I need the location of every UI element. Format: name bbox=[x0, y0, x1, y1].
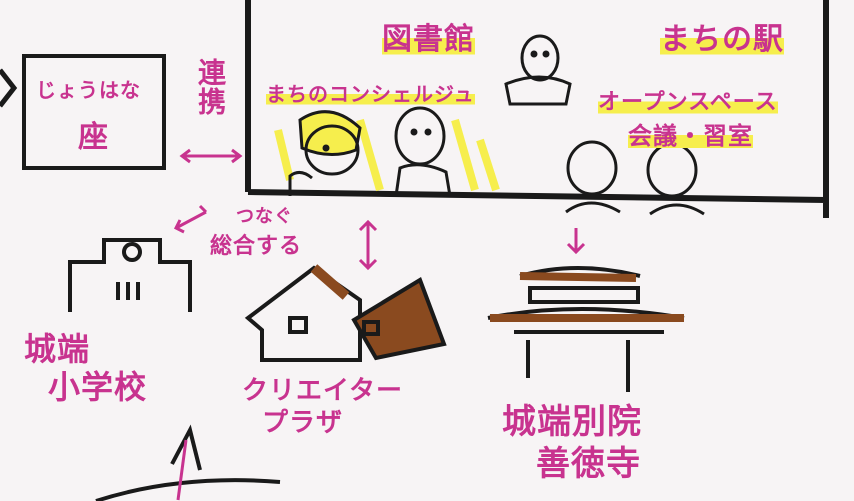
concierge-label: まちのコンシェルジュ bbox=[266, 78, 475, 107]
temple-label-line2: 善徳寺 bbox=[536, 444, 641, 484]
creator-houses bbox=[244, 264, 447, 362]
openspace-person-1 bbox=[565, 140, 621, 214]
machinoeki-label: まちの駅 bbox=[660, 14, 784, 58]
tsunagu-label-line2: 総合する bbox=[210, 234, 303, 259]
renkei-arrow bbox=[179, 148, 243, 164]
temple-label-line1: 城端別院 bbox=[502, 402, 642, 442]
openspace-label-line2: 会議・習室 bbox=[628, 116, 753, 151]
highlight-rays bbox=[274, 118, 500, 192]
renkei-label: 連携 bbox=[194, 58, 227, 116]
concierge-person-1 bbox=[288, 110, 362, 196]
creator-label-line1: クリエイター bbox=[242, 376, 403, 406]
creator-label-line2: プラザ bbox=[262, 408, 344, 438]
reader-figure bbox=[504, 34, 572, 106]
library-label: 図書館 bbox=[382, 14, 475, 58]
joubana-label-line1: じょうはな bbox=[36, 78, 141, 102]
school-label-line2: 小学校 bbox=[48, 368, 148, 406]
openspace-person-2 bbox=[646, 142, 705, 216]
temple-building bbox=[487, 266, 685, 392]
bottom-pink-arrow bbox=[176, 439, 188, 501]
concierge-person-2 bbox=[394, 106, 452, 197]
school-building bbox=[68, 238, 192, 312]
joubana-label-line2: 座 bbox=[78, 120, 109, 155]
joubana-building bbox=[22, 54, 166, 170]
left-edge-stroke bbox=[0, 68, 18, 108]
arrow-center bbox=[358, 219, 378, 271]
openspace-label-line1: オープンスペース bbox=[598, 84, 778, 116]
tsunagu-label-line1: つなぐ bbox=[236, 206, 293, 227]
school-label-line1: 城端 bbox=[24, 330, 91, 368]
facility-frame bbox=[245, 0, 829, 218]
arrow-right bbox=[566, 228, 586, 255]
bottom-bubble bbox=[95, 424, 281, 501]
arrow-left-diag bbox=[173, 204, 208, 234]
